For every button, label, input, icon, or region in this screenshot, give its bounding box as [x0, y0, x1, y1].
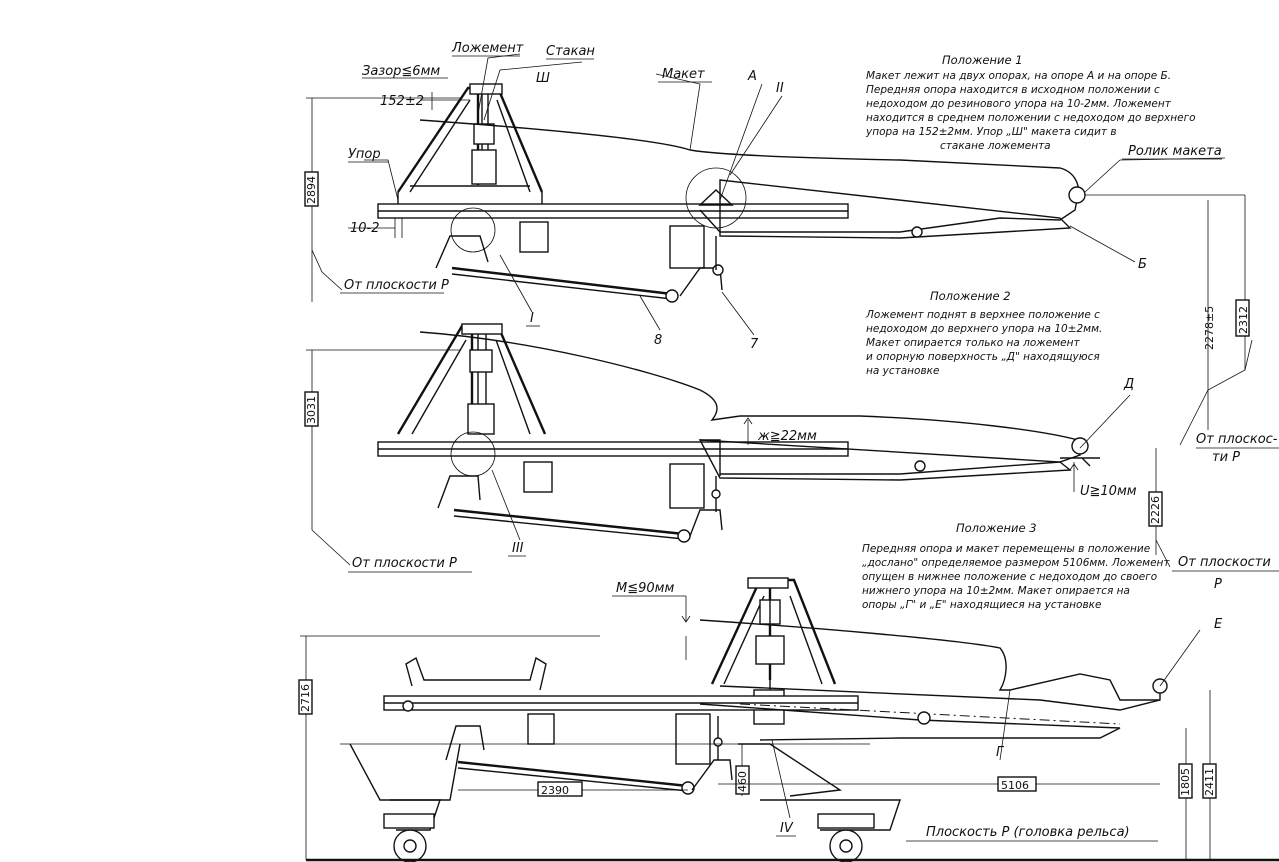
label-ot-ploskosti-r-a: От плоскости — [1178, 555, 1271, 570]
note-position-2-title: Положение 2 — [930, 289, 1011, 303]
label-ot-ploskosti-r-b: Р — [1214, 577, 1222, 592]
label-ploskost: Плоскость Р (головка рельса) — [926, 825, 1130, 840]
label-maket: Макет — [662, 67, 705, 82]
position-2-assembly: 3031 ж≧22мм — [304, 289, 1279, 592]
label-rolik: Ролик макета — [1128, 144, 1222, 159]
label-sh: Ш — [536, 71, 550, 86]
note-position-2-line: Макет опирается только на ложемент — [866, 337, 1080, 349]
label-upor: Упор — [348, 147, 381, 162]
label-i: I — [530, 311, 534, 326]
dim-2894: 2894 — [305, 176, 318, 204]
note-position-1-line: находится в среднем положении с недоходо… — [866, 112, 1196, 124]
note-position-3-line: опоры „Г" и „Е" находящиеся на установке — [862, 599, 1101, 611]
label-m: M≦90мм — [616, 581, 674, 596]
note-position-3-line: опущен в нижнее положение с недоходом до… — [862, 571, 1157, 583]
note-position-2-line: на установке — [866, 365, 939, 377]
note-position-1: Положение 1 Макет лежит на двух опорах, … — [865, 53, 1196, 152]
note-position-1-line: упора на 152±2мм. Упор „Ш" макета сидит … — [865, 126, 1117, 138]
note-position-1-line: стакане ложемента — [940, 140, 1051, 152]
note-position-2-line: Ложемент поднят в верхнее положение с — [865, 309, 1100, 321]
note-position-3-line: Передняя опора и макет перемещены в поло… — [862, 543, 1150, 555]
label-ot-ploskos-b: ти Р — [1212, 450, 1240, 465]
position-3-assembly: 2716 M≦90мм Е — [298, 521, 1279, 862]
label-stakan: Стакан — [546, 44, 595, 59]
label-iv: IV — [780, 821, 794, 836]
note-position-2-line: недоходом до верхнего упора на 10±2мм. — [866, 323, 1102, 335]
label-zh: ж≧22мм — [757, 429, 817, 444]
label-b: Б — [1138, 257, 1147, 272]
dim-2716: 2716 — [299, 684, 312, 712]
dim-460: 460 — [736, 771, 749, 792]
note-position-3-title: Положение 3 — [956, 521, 1037, 535]
note-position-2: Положение 2 Ложемент поднят в верхнее по… — [865, 289, 1102, 377]
note-position-3-line: нижнего упора на 10±2мм. Макет опирается… — [862, 585, 1130, 597]
label-ot-ploskosti-1: От плоскости Р — [344, 278, 449, 293]
label-8: 8 — [654, 333, 662, 348]
label-d: Д — [1123, 377, 1134, 392]
label-e: Е — [1214, 617, 1223, 632]
label-ot-ploskosti-2: От плоскости Р — [352, 556, 457, 571]
right-dimensions: 2278±5 2312 От плоскос- ти Р — [1179, 195, 1279, 465]
dim-2278: 2278±5 — [1203, 306, 1216, 350]
note-position-3-line: „дослано" определяемое размером 5106мм. … — [862, 557, 1170, 569]
note-position-1-line: Макет лежит на двух опорах, на опоре А и… — [866, 70, 1171, 82]
label-ot-ploskos-a: От плоскос- — [1196, 432, 1278, 447]
label-zazor: Зазор≦6мм — [362, 64, 440, 79]
label-g: Г — [996, 745, 1005, 760]
label-dim-152: 152±2 — [380, 94, 424, 109]
dim-2411: 2411 — [1203, 768, 1216, 796]
note-position-3: Положение 3 Передняя опора и макет перем… — [862, 521, 1170, 611]
label-lozhement: Ложемент — [451, 41, 524, 56]
label-dim-10-2: 10-2 — [350, 221, 380, 236]
label-iii: III — [512, 541, 524, 556]
position-1-assembly: 2894 — [304, 41, 1245, 352]
dim-2390: 2390 — [541, 784, 569, 797]
dim-2312: 2312 — [1237, 306, 1250, 334]
label-u: U≧10мм — [1080, 484, 1137, 499]
dim-2226: 2226 — [1149, 496, 1162, 524]
label-ii: II — [776, 81, 784, 96]
dim-5106: 5106 — [1001, 779, 1029, 792]
dim-1805: 1805 — [1179, 768, 1192, 796]
note-position-2-line: и опорную поверхность „Д" находящуюся — [866, 351, 1100, 363]
label-a: А — [747, 69, 757, 84]
note-position-1-line: Передняя опора находится в исходном поло… — [866, 84, 1160, 96]
label-7: 7 — [750, 337, 759, 352]
note-position-1-title: Положение 1 — [942, 53, 1023, 67]
dim-3031: 3031 — [305, 396, 318, 424]
note-position-1-line: недоходом до резинового упора на 10-2мм.… — [866, 98, 1172, 110]
